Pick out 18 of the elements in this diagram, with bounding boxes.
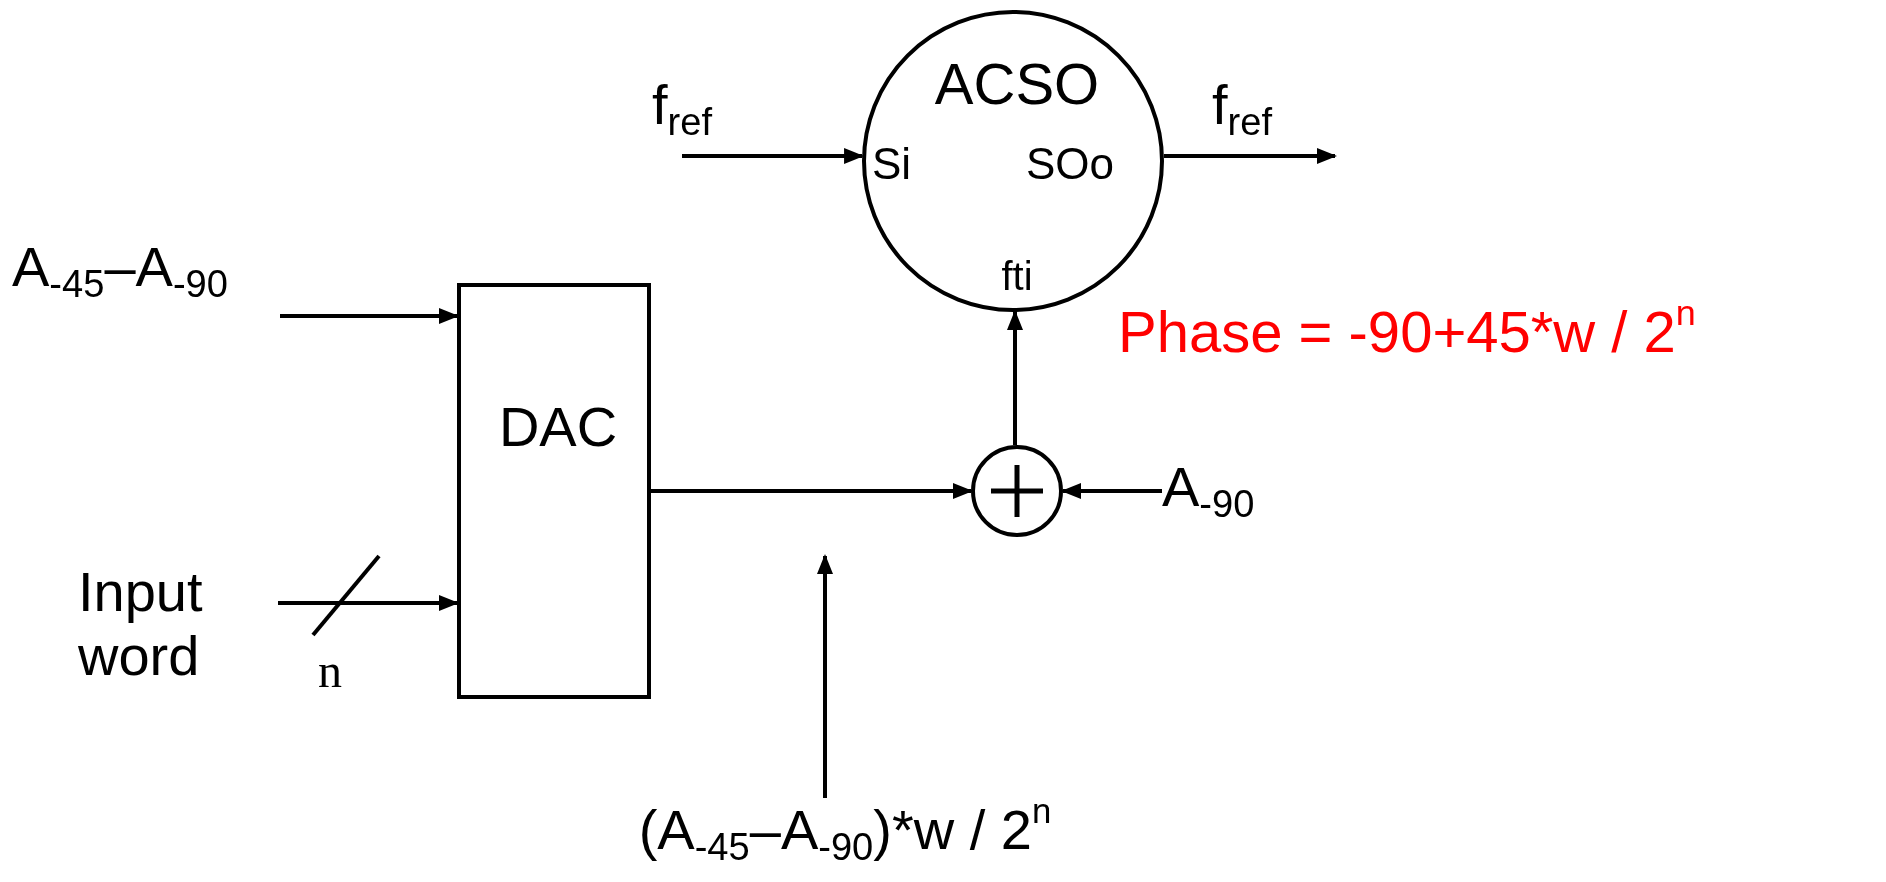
- arrow: [280, 308, 459, 324]
- block-title: ACSO: [934, 55, 1100, 113]
- arrow: [1163, 148, 1337, 164]
- arrow: [651, 483, 973, 499]
- signal-expression: (A$_{-45}$–A$_{-90}$)*w / 2$^{n}$: [560, 798, 1130, 868]
- port-label: fti: [1001, 256, 1033, 296]
- port-label: SOo: [1026, 142, 1115, 186]
- dac-block: [457, 283, 651, 699]
- bus-width-label: n: [318, 645, 342, 698]
- arrow: [1061, 483, 1162, 499]
- signal-label: A$_{-90}$: [1162, 455, 1312, 535]
- input-label: Input word: [78, 560, 278, 695]
- arrow: [1007, 310, 1023, 446]
- arrow: [278, 595, 459, 611]
- phase-formula: Phase = -90+45*w / 2$^{n}$: [1118, 300, 1696, 364]
- arrow: [817, 554, 833, 798]
- block-label: DAC: [498, 399, 618, 455]
- port-label: Si: [872, 142, 912, 186]
